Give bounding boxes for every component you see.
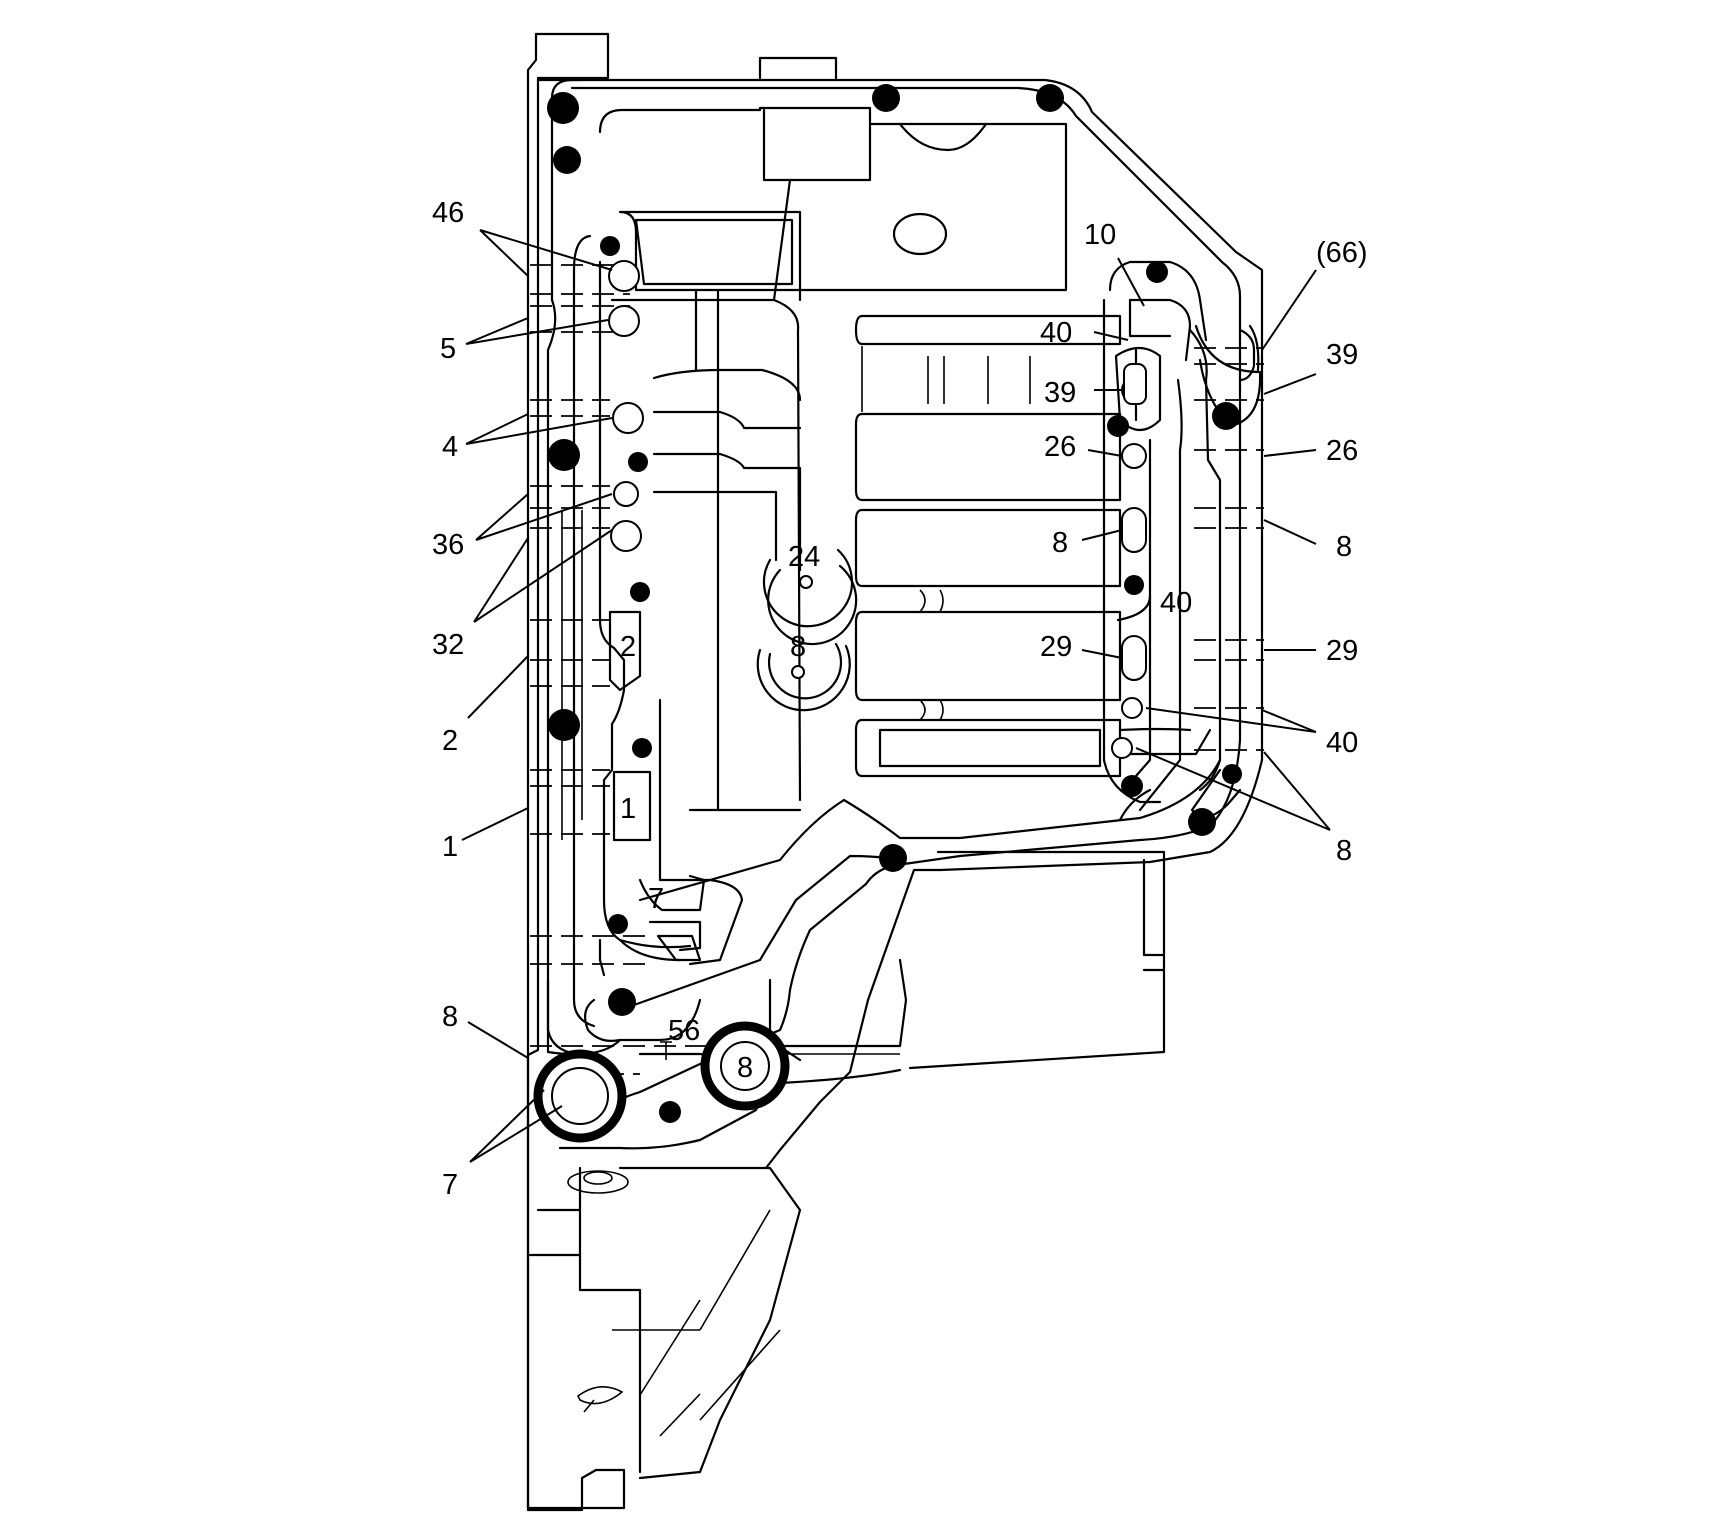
callout-5: 5 [440, 333, 456, 365]
callout-4: 4 [442, 431, 458, 463]
inner-label-40-mid: 40 [1160, 587, 1192, 619]
inner-label-56: 56 [668, 1015, 700, 1047]
callout-26-right: 26 [1326, 435, 1358, 467]
passage-holes [533, 260, 1147, 1143]
inner-label-8-seal: 8 [737, 1052, 753, 1084]
inner-label-8-center: 8 [790, 631, 806, 663]
inner-label-7: 7 [648, 883, 664, 915]
callout-46: 46 [432, 197, 464, 229]
right-callouts: (66) 39 26 8 29 40 8 [1316, 237, 1368, 867]
inner-label-8: 8 [1052, 527, 1068, 559]
callout-2: 2 [442, 725, 458, 757]
left-callouts: 46 5 4 36 32 2 1 8 7 [432, 197, 464, 1201]
inner-label-39: 39 [1044, 377, 1076, 409]
gasket-outline [546, 78, 1262, 1150]
case-outline [526, 32, 1264, 1512]
callout-29-right: 29 [1326, 635, 1358, 667]
callout-40-right: 40 [1326, 727, 1358, 759]
inner-label-26: 26 [1044, 431, 1076, 463]
inner-label-1: 1 [620, 793, 636, 825]
callout-66: (66) [1316, 237, 1368, 269]
inner-label-2: 2 [620, 631, 636, 663]
callout-32: 32 [432, 629, 464, 661]
inner-label-10: 10 [1084, 219, 1116, 251]
callout-8-right-lower: 8 [1336, 835, 1352, 867]
bolt-holes [547, 84, 1242, 1123]
leader-lines [461, 229, 1331, 1163]
inner-labels: 10 40 39 26 8 40 29 24 8 2 1 7 56 8 [620, 219, 1192, 1084]
hidden-passages [530, 264, 1264, 1075]
callout-1: 1 [442, 831, 458, 863]
inner-label-24: 24 [788, 541, 820, 573]
inner-label-40-upper: 40 [1040, 317, 1072, 349]
callout-36: 36 [432, 529, 464, 561]
callout-39-right: 39 [1326, 339, 1358, 371]
callout-7: 7 [442, 1169, 458, 1201]
callout-8-left: 8 [442, 1001, 458, 1033]
callout-8-right-upper: 8 [1336, 531, 1352, 563]
inner-label-29: 29 [1040, 631, 1072, 663]
